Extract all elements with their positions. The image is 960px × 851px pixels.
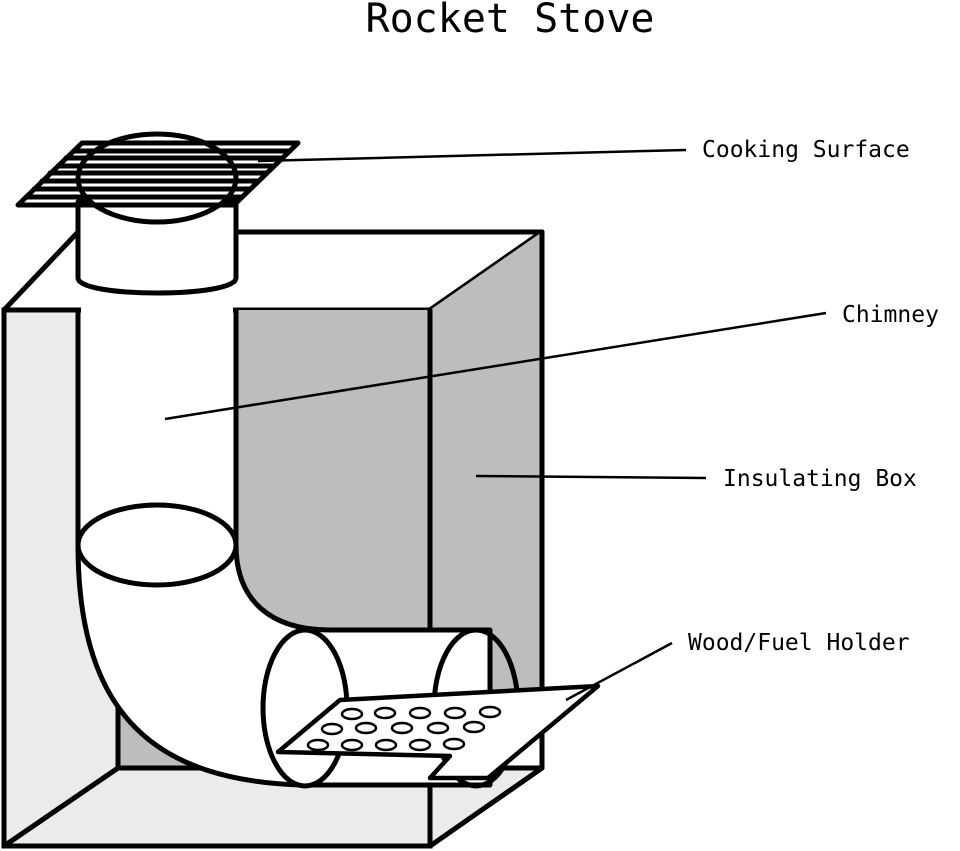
box-interior-back-wall: [236, 310, 430, 716]
chimney-pipe: [75, 307, 493, 788]
label-insulating-box: Insulating Box: [723, 466, 917, 492]
chimney-collar-top: [75, 131, 239, 225]
leader-fuel-holder: [565, 641, 673, 702]
cooking-grate: [15, 140, 301, 208]
fuel-holder-holes: [306, 705, 502, 752]
chimney-cutaway-ellipse: [75, 502, 239, 588]
label-chimney: Chimney: [842, 302, 939, 328]
diagram-title: Rocket Stove: [366, 0, 655, 42]
leader-insulating-box: [475, 474, 707, 480]
box-interior-right-wall: [430, 232, 542, 716]
leader-chimney: [164, 311, 827, 421]
label-fuel-holder: Wood/Fuel Holder: [688, 630, 910, 656]
label-cooking-surface: Cooking Surface: [702, 137, 910, 163]
leader-cooking-surface: [257, 148, 687, 163]
chimney-collar: [75, 199, 239, 296]
